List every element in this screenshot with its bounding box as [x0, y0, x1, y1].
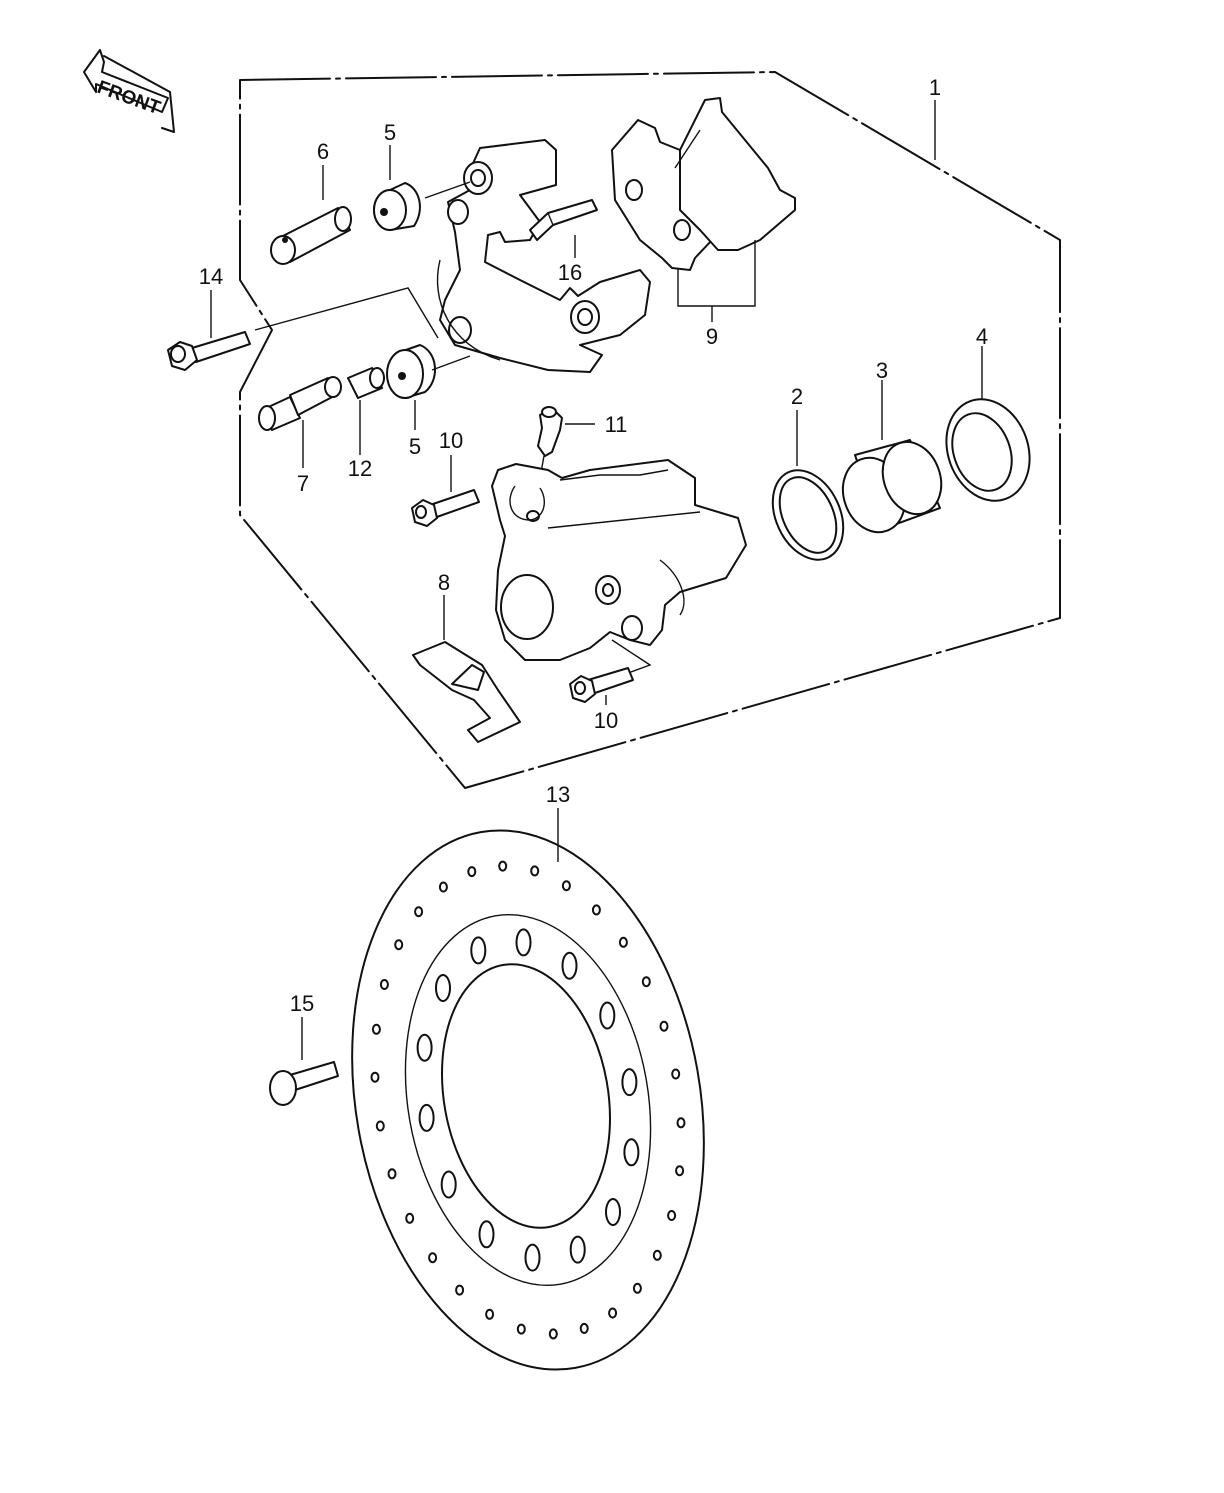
disc-drilled-hole	[675, 1165, 685, 1177]
disc-drilled-hole	[405, 1212, 415, 1224]
callout-15: 15	[290, 991, 314, 1016]
callout-16: 16	[558, 260, 582, 285]
disc-mounting-hole	[599, 1001, 616, 1030]
disc-drilled-hole	[632, 1282, 642, 1294]
disc-drilled-hole	[618, 936, 628, 948]
disc-drilled-hole	[371, 1023, 381, 1035]
disc-mounting-hole	[569, 1235, 586, 1264]
dust-seal-part-4	[945, 346, 1031, 502]
disc-drilled-hole	[641, 976, 651, 988]
disc-drilled-hole	[591, 904, 601, 916]
disc-drilled-hole	[548, 1328, 558, 1340]
bolt-part-10-upper	[411, 455, 480, 527]
callout-5-lower: 5	[409, 434, 421, 459]
disc-mounting-hole	[478, 1220, 495, 1249]
rubber-boot-part-5-lower	[386, 344, 471, 430]
disc-drilled-hole	[414, 906, 424, 918]
disc-drilled-hole	[387, 1168, 397, 1180]
disc-drilled-hole	[375, 1120, 385, 1132]
piston-seal-part-2	[771, 410, 845, 561]
disc-mounting-hole	[623, 1138, 640, 1167]
disc-mounting-hole	[621, 1068, 638, 1097]
disc-mounting-holes	[416, 928, 640, 1272]
disc-mounting-hole	[605, 1198, 621, 1226]
disc-drilled-hole	[530, 865, 540, 877]
callout-11: 11	[605, 412, 628, 437]
assembly-outline	[239, 71, 1061, 789]
pin-part-7	[258, 376, 342, 468]
callout-13: 13	[546, 782, 570, 807]
callout-3: 3	[876, 358, 888, 383]
long-bolt-part-14	[167, 287, 439, 371]
bolt-part-10-lower	[569, 667, 634, 705]
disc-drilled-hole	[516, 1323, 526, 1335]
disc-mounting-hole	[440, 1170, 457, 1199]
disc-drilled-hole	[667, 1210, 677, 1221]
disc-drilled-hole	[652, 1249, 662, 1261]
disc-drilled-hole	[579, 1322, 589, 1334]
callout-14: 14	[199, 264, 223, 289]
callout-2: 2	[791, 384, 803, 409]
caliper-bracket	[436, 139, 651, 373]
caliper-body	[491, 459, 747, 677]
spring-clip-part-8	[412, 595, 521, 743]
callout-4: 4	[976, 324, 988, 349]
callout-7: 7	[297, 471, 309, 496]
disc-drilled-hole	[608, 1307, 618, 1319]
slide-pin-part-6	[270, 165, 352, 265]
disc-drilled-hole	[370, 1071, 380, 1083]
callout-10-upper: 10	[439, 428, 463, 453]
disc-drilled-hole	[498, 860, 508, 872]
disc-bolt-part-15	[269, 1017, 339, 1106]
disc-drilled-hole	[485, 1308, 495, 1320]
callout-10-lower: 10	[594, 708, 618, 733]
callout-6: 6	[317, 139, 329, 164]
disc-mounting-hole	[435, 974, 451, 1002]
callout-5-upper: 5	[384, 120, 396, 145]
disc-drilled-hole	[394, 939, 404, 951]
disc-drilled-hole	[438, 881, 448, 893]
disc-drilled-hole	[379, 979, 389, 990]
disc-mounting-hole	[416, 1033, 433, 1062]
callout-8: 8	[438, 570, 450, 595]
piston-part-3	[841, 380, 943, 534]
disc-drilled-hole	[455, 1284, 465, 1296]
brake-disc-part-13	[351, 808, 705, 1371]
callout-9: 9	[706, 324, 718, 349]
brake-pads-part-9	[611, 97, 796, 322]
disc-drilled-hole	[561, 880, 571, 892]
disc-drilled-hole	[428, 1252, 438, 1264]
disc-mounting-hole	[418, 1103, 435, 1132]
disc-drilled-holes	[370, 860, 686, 1340]
disc-mounting-hole	[561, 951, 578, 980]
callout-12: 12	[348, 456, 372, 481]
sleeve-part-12	[347, 367, 385, 455]
callout-1: 1	[929, 75, 941, 100]
disc-drilled-hole	[467, 866, 477, 878]
disc-mounting-hole	[524, 1243, 541, 1272]
disc-drilled-hole	[659, 1020, 669, 1032]
disc-mounting-hole	[470, 936, 487, 965]
disc-mounting-hole	[515, 928, 532, 957]
rubber-boot-part-5-upper	[373, 145, 471, 231]
pad-spring-part-16	[529, 199, 598, 258]
disc-drilled-hole	[671, 1068, 681, 1080]
front-arrow: FRONT	[83, 49, 175, 133]
disc-drilled-hole	[676, 1117, 686, 1129]
